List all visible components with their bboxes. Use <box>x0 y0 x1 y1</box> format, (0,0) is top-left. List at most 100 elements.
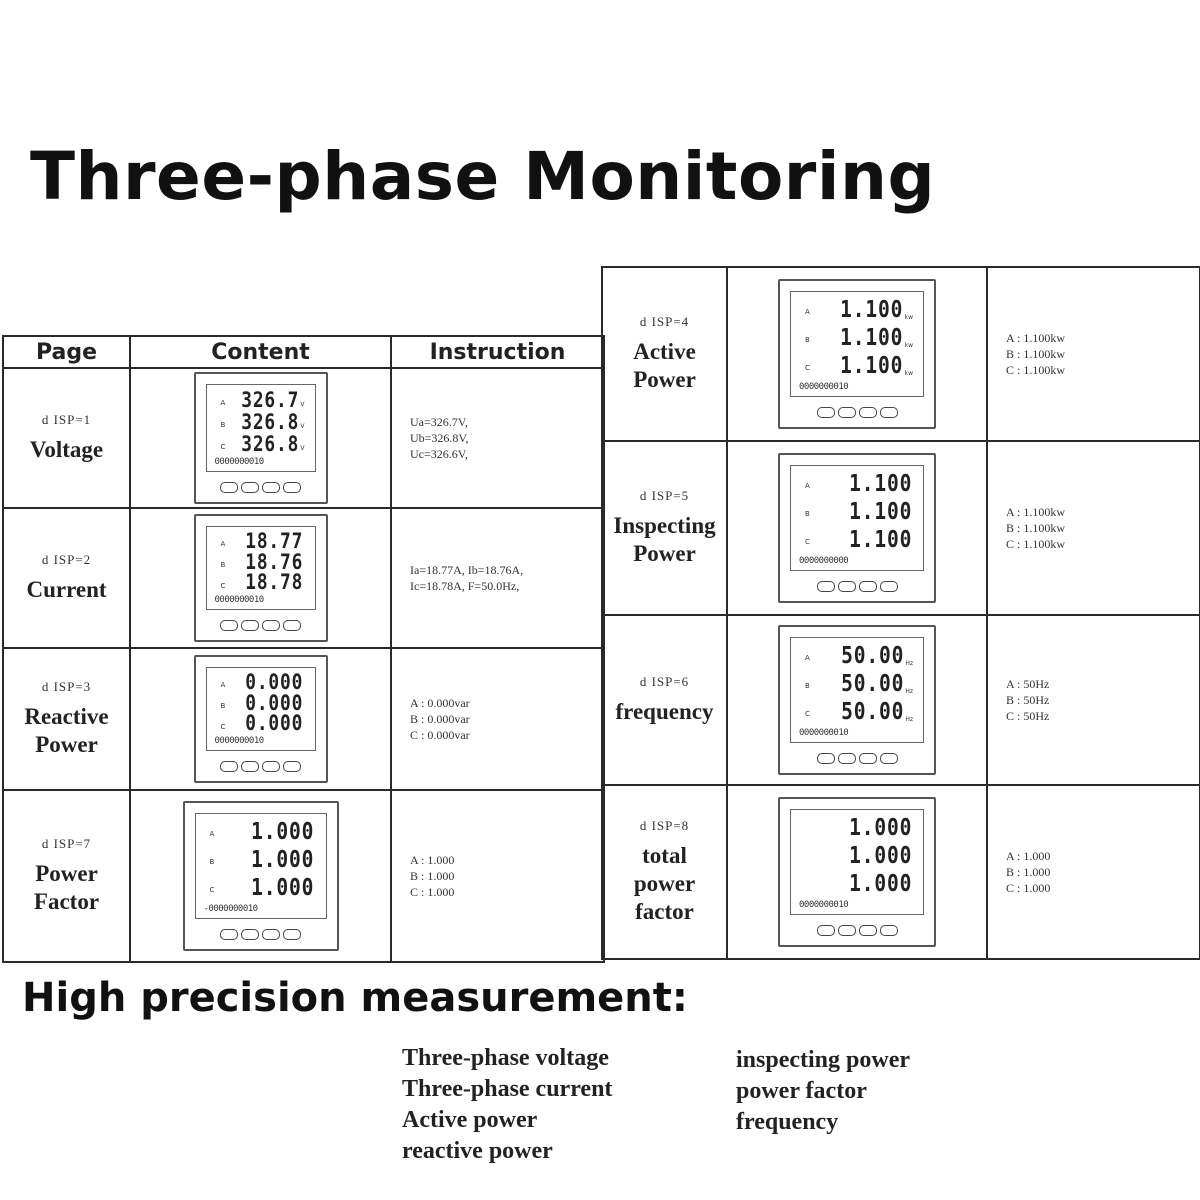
instruction-line: A : 1.100kw <box>1006 331 1066 345</box>
page-name: Power <box>633 367 696 392</box>
enter-button[interactable] <box>879 407 898 418</box>
lcd-bar-readout: 0000000010 <box>214 457 265 467</box>
left-arrow-button[interactable] <box>220 620 238 631</box>
lcd-bar-readout: 0000000010 <box>799 728 849 738</box>
menu-button[interactable] <box>858 753 877 764</box>
lcd-value: 50.00 <box>841 643 905 669</box>
phase-marker: B <box>220 420 226 429</box>
menu-button[interactable] <box>858 925 877 936</box>
phase-marker: B <box>209 857 215 866</box>
instruction-line: Ic=18.78A, F=50.0Hz, <box>410 579 520 593</box>
enter-button[interactable] <box>283 482 301 493</box>
instruction-line: Ub=326.8V, <box>410 431 469 445</box>
right-arrow-button[interactable] <box>241 929 259 940</box>
instruction-line: B : 1.100kw <box>1006 347 1066 361</box>
left-arrow-button[interactable] <box>816 753 835 764</box>
display-code: d ISP=8 <box>639 818 690 833</box>
right-arrow-button[interactable] <box>837 407 856 418</box>
phase-marker: B <box>805 509 810 518</box>
lcd-unit: Hz <box>905 688 913 695</box>
phase-marker: A <box>220 540 226 549</box>
left-arrow-button[interactable] <box>220 929 238 940</box>
right-arrow-button[interactable] <box>241 761 259 772</box>
enter-button[interactable] <box>879 925 898 936</box>
meter-buttons <box>196 761 326 772</box>
lcd-unit: kw <box>904 370 913 377</box>
menu-button[interactable] <box>262 761 280 772</box>
left-arrow-button[interactable] <box>220 482 238 493</box>
lcd-value: 326.8 <box>241 410 300 434</box>
lcd-unit: Hz <box>905 716 913 723</box>
left-arrow-button[interactable] <box>816 407 835 418</box>
lcd-row: 18.76 <box>235 551 304 573</box>
right-arrow-button[interactable] <box>837 581 856 592</box>
feature-item: Active power <box>402 1107 538 1133</box>
phase-marker: C <box>805 537 810 546</box>
phase-marker: A <box>209 829 215 838</box>
lcd-value: 0.000 <box>245 711 304 736</box>
phase-marker: C <box>220 722 226 731</box>
meter-buttons <box>196 482 326 493</box>
left-arrow-button[interactable] <box>816 925 835 936</box>
instruction-line: B : 1.000 <box>410 869 455 883</box>
enter-button[interactable] <box>283 929 301 940</box>
lcd-row: 1.100 <box>838 526 913 554</box>
page-name: Current <box>26 577 107 602</box>
right-arrow-button[interactable] <box>241 620 259 631</box>
right-arrow-button[interactable] <box>241 482 259 493</box>
enter-button[interactable] <box>879 581 898 592</box>
lcd-value: 18.78 <box>245 570 304 595</box>
phase-marker: A <box>805 653 810 662</box>
instruction-line: C : 1.000 <box>1006 881 1051 895</box>
menu-button[interactable] <box>858 407 877 418</box>
page-title: Three-phase Monitoring <box>30 138 936 215</box>
section-heading: High precision measurement: <box>22 975 688 1021</box>
left-arrow-button[interactable] <box>816 581 835 592</box>
header-content: Content <box>129 335 392 369</box>
enter-button[interactable] <box>879 753 898 764</box>
phase-marker: B <box>805 681 810 690</box>
display-code: d ISP=4 <box>639 314 690 329</box>
enter-button[interactable] <box>283 761 301 772</box>
menu-button[interactable] <box>262 482 280 493</box>
lcd-value: 1.000 <box>251 875 315 901</box>
display-code: d ISP=6 <box>639 674 690 689</box>
instruction-line: C : 1.100kw <box>1006 537 1066 551</box>
enter-button[interactable] <box>283 620 301 631</box>
instruction-line: A : 0.000var <box>410 696 470 710</box>
menu-button[interactable] <box>262 620 280 631</box>
lcd-row: 1.100 <box>838 470 913 498</box>
lcd-value: 1.000 <box>251 847 315 873</box>
instruction-line: C : 0.000var <box>410 728 470 742</box>
page-name: Power <box>35 861 98 886</box>
feature-item: reactive power <box>402 1138 553 1164</box>
menu-button[interactable] <box>858 581 877 592</box>
phase-marker: B <box>220 701 226 710</box>
right-arrow-button[interactable] <box>837 925 856 936</box>
phase-marker: A <box>220 681 226 690</box>
page-name: power <box>633 871 696 896</box>
display-code: d ISP=7 <box>41 836 92 851</box>
menu-button[interactable] <box>262 929 280 940</box>
lcd-value: 1.000 <box>251 819 315 845</box>
meter-buttons <box>780 407 934 418</box>
right-arrow-button[interactable] <box>837 753 856 764</box>
left-arrow-button[interactable] <box>220 761 238 772</box>
lcd-value: 1.100 <box>848 471 912 497</box>
